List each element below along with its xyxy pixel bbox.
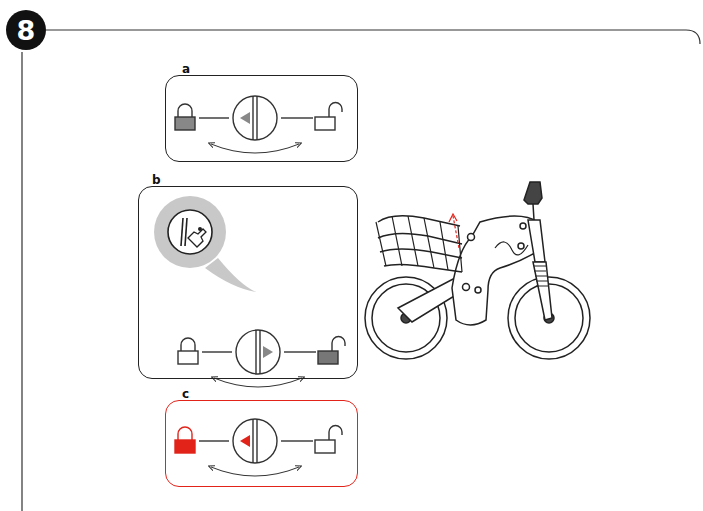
- lock-dial-locked: [175, 96, 342, 153]
- height-adjust-arrow: [449, 214, 459, 248]
- step-number: 8: [6, 10, 46, 50]
- lock-dial-locked-red: [175, 419, 342, 476]
- balance-bike: [365, 182, 590, 359]
- panel-letter: b: [152, 174, 161, 186]
- step-panel: a: [165, 75, 358, 162]
- step-panel: b: [138, 186, 358, 379]
- panel-letter: a: [182, 63, 190, 75]
- panel-frame: [22, 30, 700, 511]
- panel-letter: c: [182, 388, 189, 400]
- step-number-text: 8: [17, 17, 36, 44]
- step-panel: c: [165, 400, 358, 487]
- tool-callout-bubble: [154, 196, 256, 292]
